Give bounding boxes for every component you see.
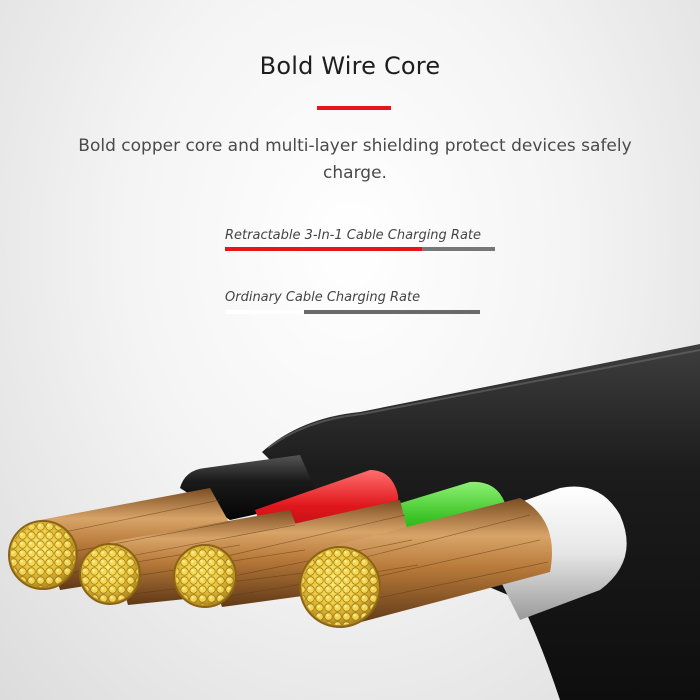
strand-face-4 (299, 546, 381, 628)
description: Bold copper core and multi-layer shieldi… (78, 136, 632, 183)
copper-conductor-4 (325, 498, 552, 625)
retractable-rate-label: Retractable 3-In-1 Cable Charging Rate (225, 228, 482, 243)
page-title: Bold Wire Core (259, 52, 441, 80)
ordinary-rate-track (225, 310, 480, 314)
strand-face-3 (173, 544, 237, 608)
strand-face-2 (79, 543, 141, 605)
ordinary-rate-fill (225, 310, 305, 314)
ordinary-rate-label: Ordinary Cable Charging Rate (225, 290, 421, 305)
retractable-rate-track (225, 247, 495, 251)
retractable-rate-fill (225, 247, 423, 251)
title-accent-bar (317, 106, 391, 110)
strand-face-1 (8, 520, 78, 590)
